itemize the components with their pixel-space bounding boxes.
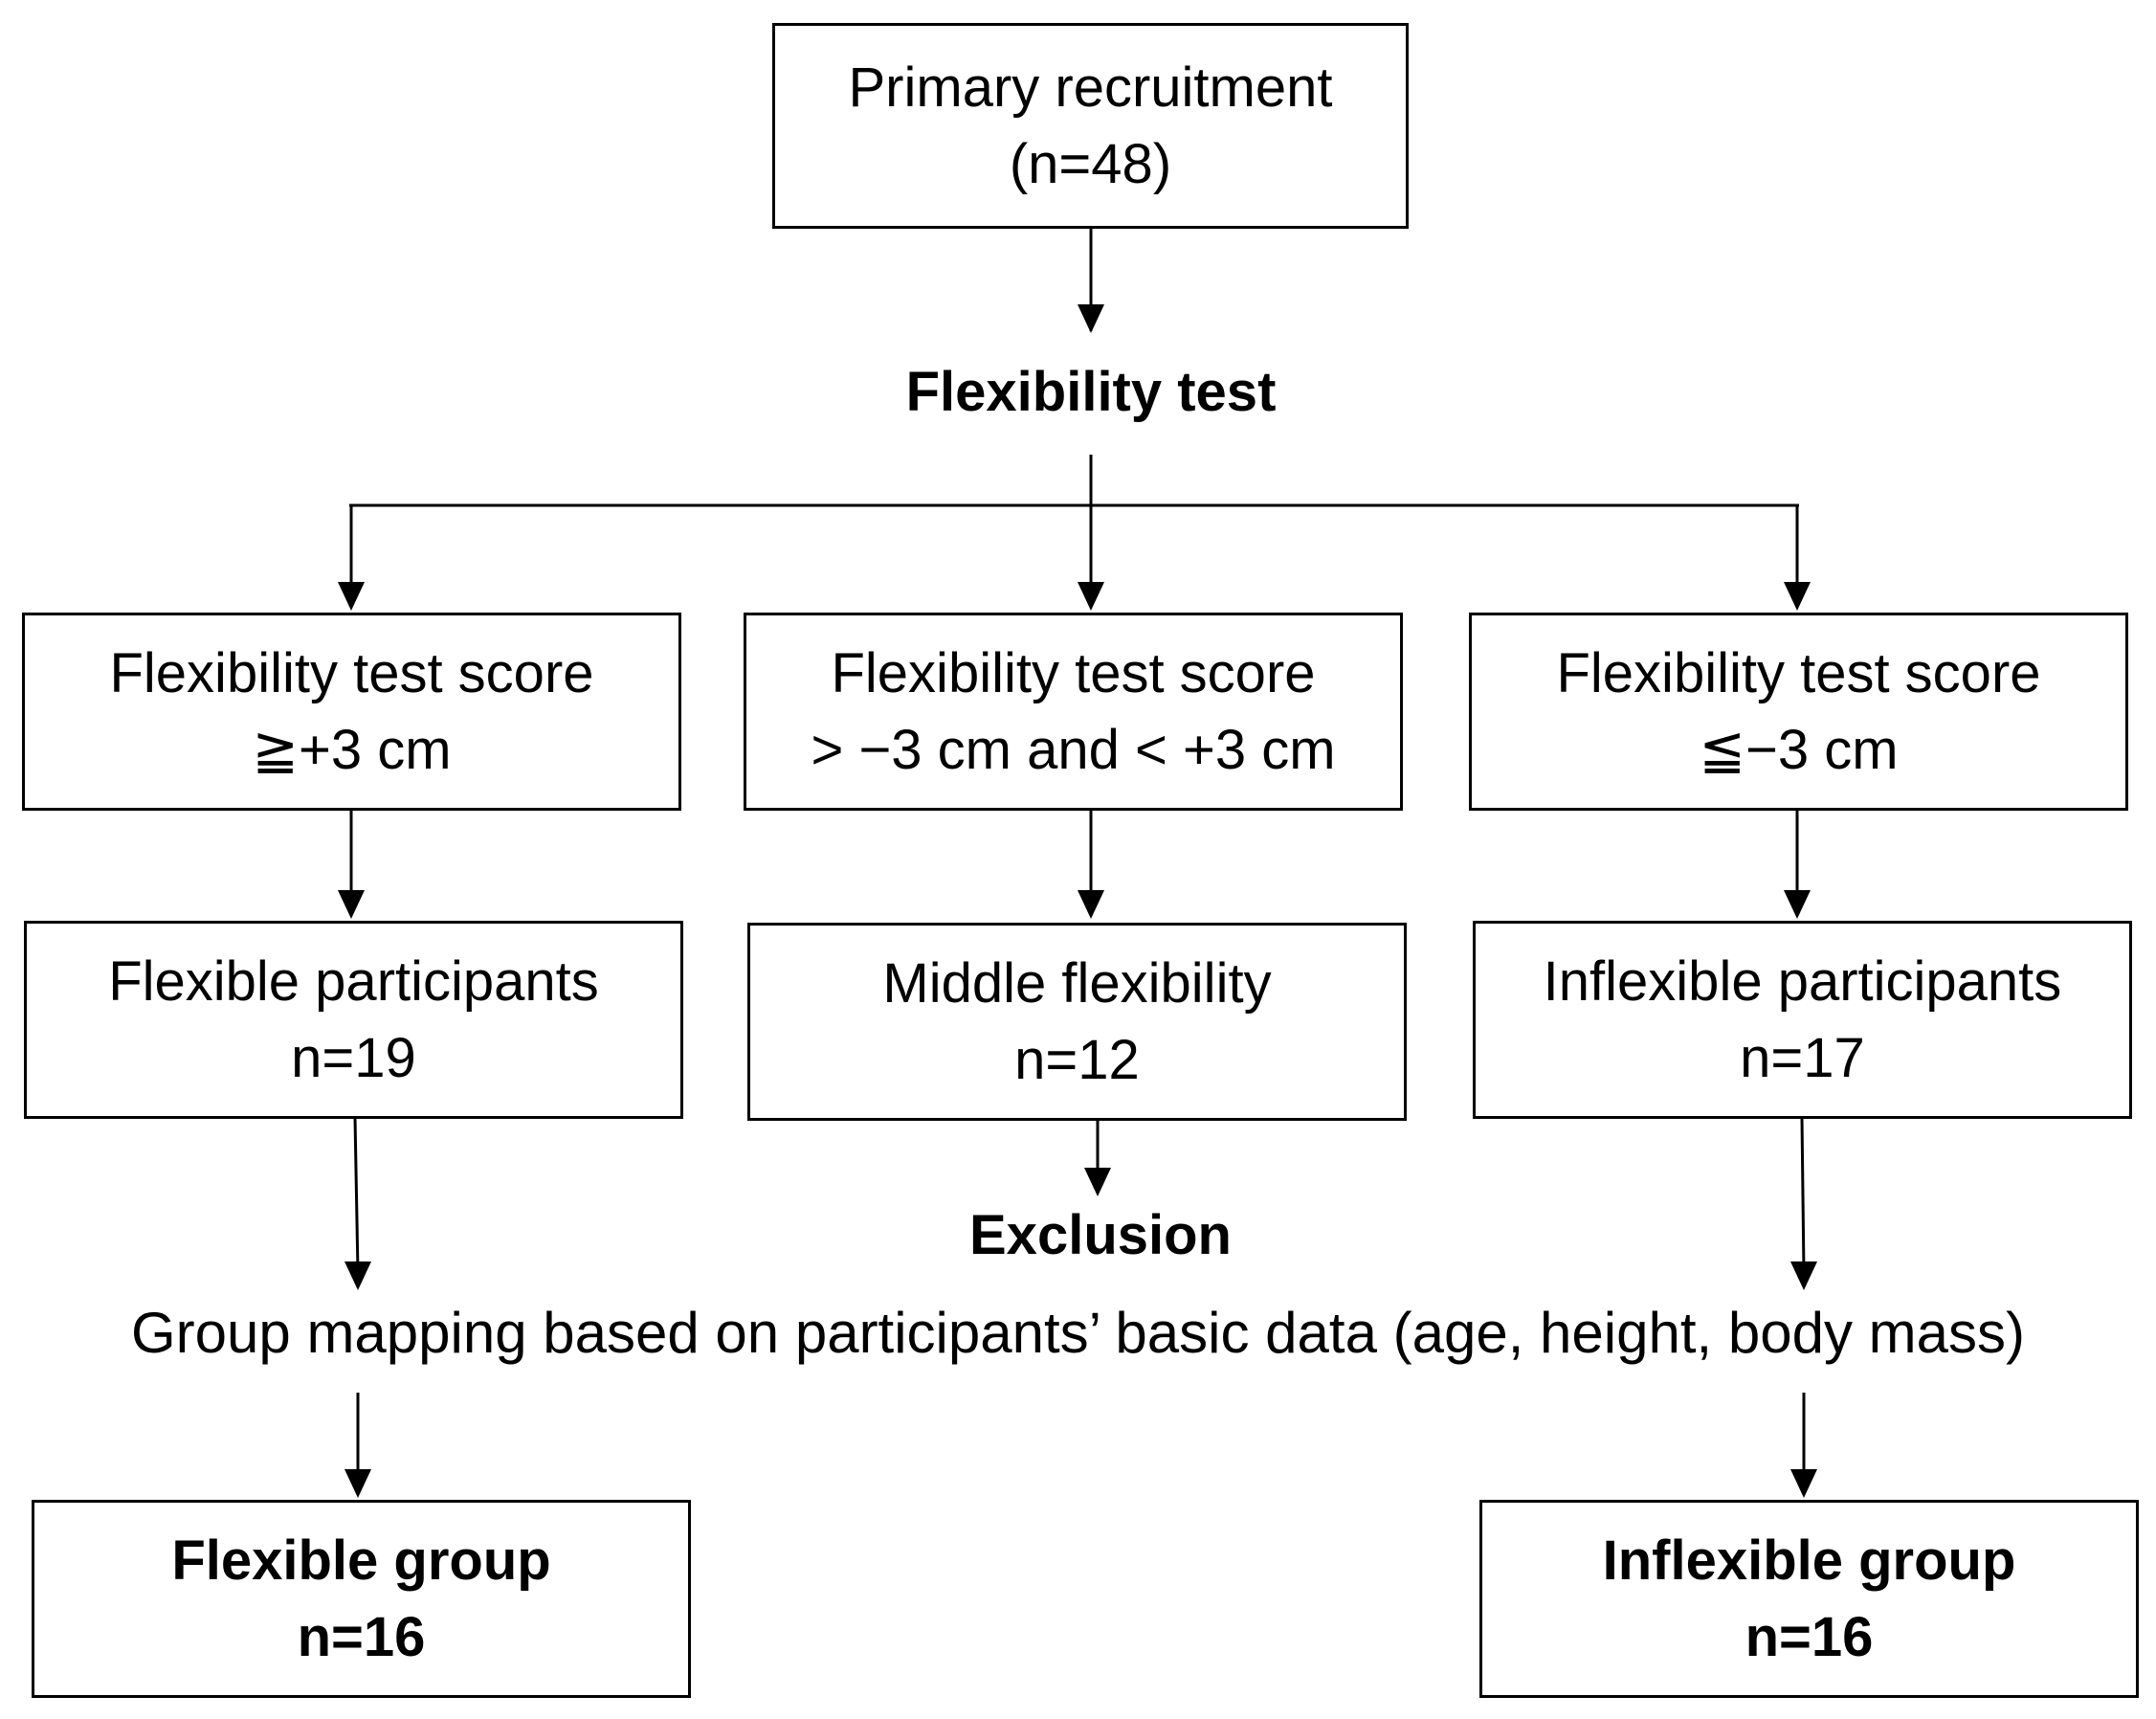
primary-recruitment-box: Primary recruitment (n=48) — [772, 23, 1409, 229]
group-mapping-label: Group mapping based on participants’ bas… — [131, 1301, 2025, 1365]
arrowhead-middle-participants — [1078, 890, 1104, 919]
middle-flexibility-box: Middle flexibility n=12 — [747, 923, 1407, 1121]
arrowhead-right-participants — [1784, 890, 1811, 919]
score-box-middle: Flexibility test score > −3 cm and < +3 … — [744, 613, 1403, 811]
arrowhead-exclusion — [1084, 1168, 1111, 1196]
connector-right-participants-to-mapping — [1800, 1117, 1806, 1274]
primary-recruitment-count: (n=48) — [1009, 132, 1172, 195]
middle-flexibility-title: Middle flexibility — [882, 951, 1272, 1015]
inflexible-group-title: Inflexible group — [1602, 1529, 2016, 1592]
inflexible-participants-box: Inflexible participants n=17 — [1473, 921, 2132, 1119]
arrowhead-flexible-group — [345, 1469, 371, 1498]
arrowhead-left-mapping — [345, 1261, 371, 1290]
exclusion-label: Exclusion — [969, 1204, 1232, 1266]
inflexible-group-count: n=16 — [1745, 1605, 1874, 1668]
inflexible-group-box: Inflexible group n=16 — [1479, 1500, 2139, 1698]
flexible-group-box: Flexible group n=16 — [32, 1500, 691, 1698]
flexible-participants-title: Flexible participants — [108, 949, 599, 1013]
flexible-group-title: Flexible group — [171, 1529, 551, 1592]
arrowhead-recruitment-to-test — [1078, 304, 1104, 333]
primary-recruitment-title: Primary recruitment — [848, 56, 1333, 119]
middle-flexibility-count: n=12 — [1014, 1028, 1140, 1091]
flexible-participants-box: Flexible participants n=19 — [24, 921, 683, 1119]
score-box-low-criterion: ≦−3 cm — [1699, 718, 1899, 781]
arrowhead-to-left-score — [338, 582, 365, 611]
score-box-high: Flexibility test score ≧+3 cm — [22, 613, 681, 811]
arrowhead-left-participants — [338, 890, 365, 919]
score-box-low-title: Flexibility test score — [1556, 641, 2041, 704]
inflexible-participants-count: n=17 — [1740, 1026, 1865, 1089]
flexible-participants-count: n=19 — [291, 1026, 416, 1089]
arrowhead-to-right-score — [1784, 582, 1811, 611]
arrowhead-test-to-middle — [1078, 582, 1104, 611]
arrowhead-right-mapping — [1790, 1261, 1817, 1290]
flexibility-test-label: Flexibility test — [905, 361, 1277, 423]
score-box-middle-title: Flexibility test score — [831, 641, 1316, 704]
arrowhead-inflexible-group — [1790, 1469, 1817, 1498]
score-box-low: Flexibility test score ≦−3 cm — [1469, 613, 2128, 811]
score-box-middle-criterion: > −3 cm and < +3 cm — [811, 718, 1336, 781]
inflexible-participants-title: Inflexible participants — [1543, 949, 2062, 1013]
score-box-high-title: Flexibility test score — [109, 641, 594, 704]
flexible-group-count: n=16 — [297, 1605, 426, 1668]
score-box-high-criterion: ≧+3 cm — [252, 718, 452, 781]
connector-left-participants-to-mapping — [353, 1117, 360, 1274]
